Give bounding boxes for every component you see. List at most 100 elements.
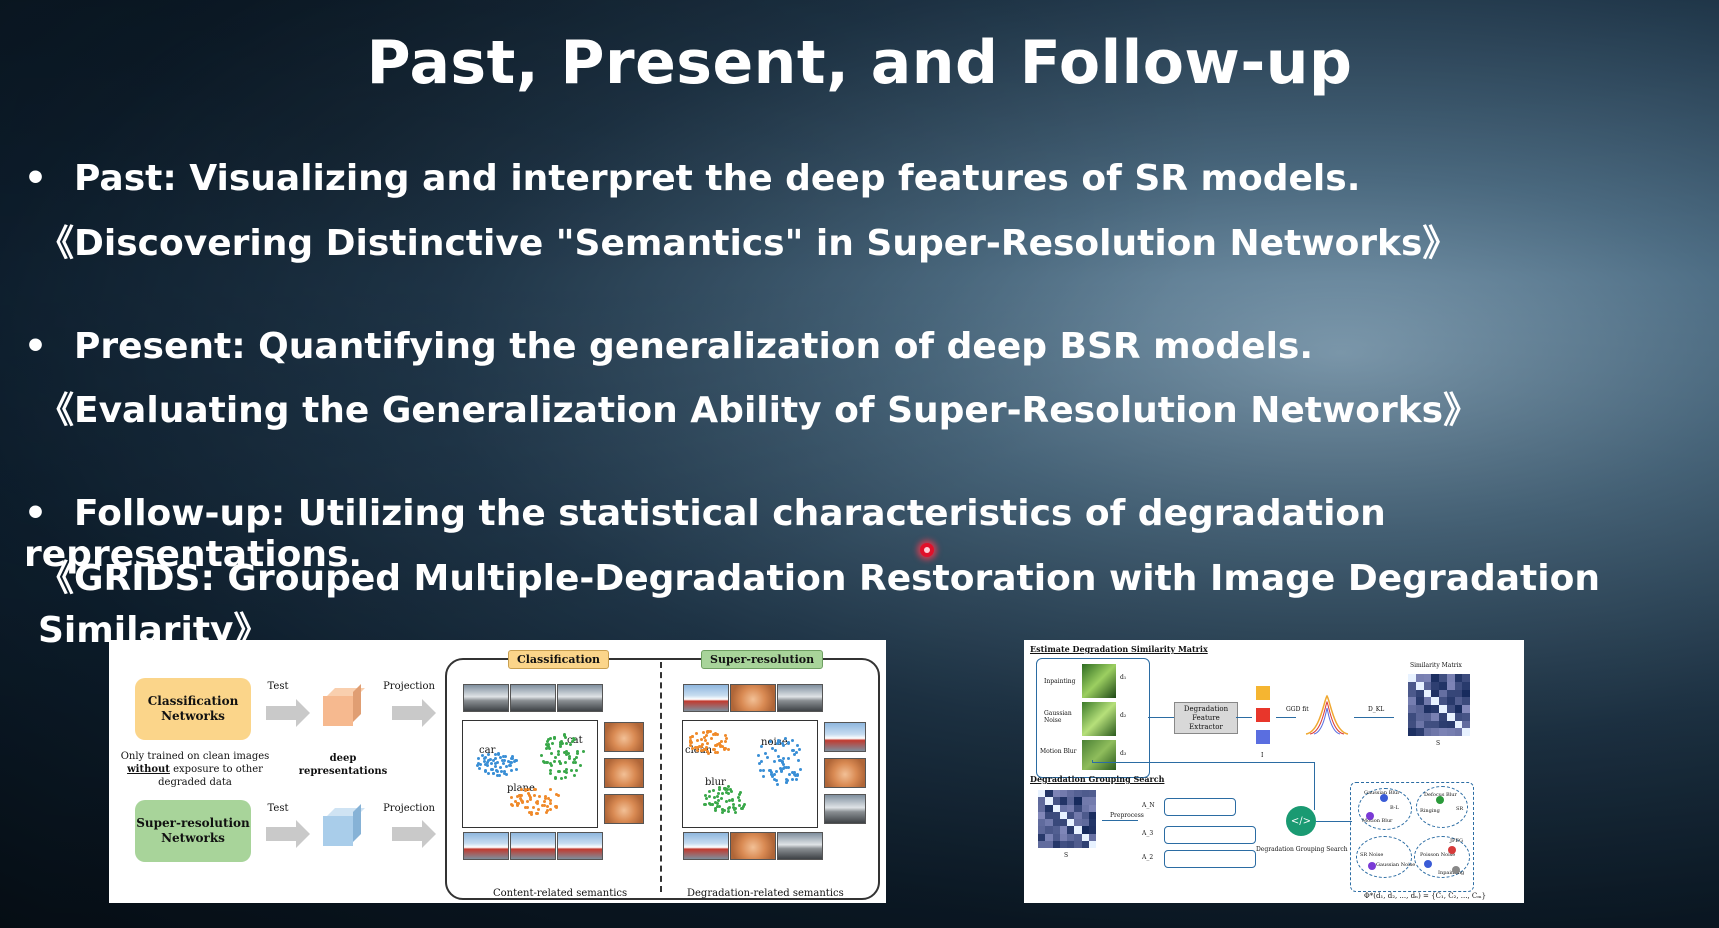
an-group-box — [1164, 798, 1236, 816]
scatter-point — [778, 759, 782, 763]
scatter-point — [560, 776, 564, 780]
grouping-formula: Φ*(d₁, d₂, ..., dₙ) = {C₁, C₂, ..., Cₘ} — [1364, 892, 1487, 900]
scatter-point — [546, 740, 550, 744]
orange-feature-cube — [323, 684, 365, 726]
code-icon: </> — [1286, 806, 1316, 836]
heatmap-cell — [1439, 705, 1447, 713]
scatter-point — [495, 768, 499, 772]
scatter-point — [549, 761, 553, 765]
cat-thumbnail — [604, 758, 644, 788]
scatter-point — [737, 792, 741, 796]
preprocess-label: Preprocess — [1110, 812, 1144, 819]
scatter-point — [707, 795, 711, 799]
scatter-point — [701, 743, 705, 747]
scatter-point — [504, 754, 508, 758]
d3-label: d₃ — [1120, 750, 1127, 757]
connector — [1276, 717, 1296, 718]
input-label-gaussian-noise: Gaussian Noise — [1044, 710, 1072, 724]
feature-cube-blue — [1256, 730, 1270, 744]
scatter-point — [559, 741, 563, 745]
scatter-point — [565, 741, 569, 745]
content-scatter-plot: car cat plane — [462, 720, 598, 828]
group-node: Motion Blur — [1362, 818, 1393, 824]
heatmap-cell — [1067, 797, 1075, 805]
scatter-point — [576, 751, 580, 755]
scatter-point — [723, 787, 727, 791]
s-label: S — [1064, 852, 1069, 859]
scatter-point — [578, 763, 582, 767]
scatter-point — [710, 803, 714, 807]
scatter-point — [778, 766, 782, 770]
heatmap-cell — [1408, 681, 1416, 690]
scatter-point — [554, 793, 558, 797]
scatter-point — [511, 756, 515, 760]
group-node: Gaussian Noise — [1376, 862, 1416, 868]
heatmap-cell — [1052, 797, 1060, 805]
scatter-point — [493, 764, 497, 768]
scatter-point — [483, 760, 487, 764]
connector — [1092, 762, 1314, 763]
scatter-point — [502, 759, 506, 763]
scatter-point — [719, 739, 723, 743]
scatter-point — [563, 760, 567, 764]
bullet-marker: • — [24, 493, 48, 534]
heatmap-cell — [1088, 811, 1096, 819]
scatter-point — [696, 738, 700, 742]
figure-semantics: Classification Networks Only trained on … — [109, 640, 886, 903]
scatter-point — [488, 757, 492, 761]
scatter-point — [728, 788, 732, 792]
heatmap-cell — [1088, 826, 1096, 834]
scatter-point — [479, 762, 483, 766]
tag-classification: Classification — [508, 650, 610, 669]
scatter-point — [543, 761, 547, 765]
ggd-curve — [1305, 694, 1349, 735]
heatmap-cell — [1052, 819, 1060, 827]
heatmap-cell — [1088, 840, 1096, 848]
scatter-point — [564, 753, 568, 757]
heatmap-cell — [1038, 797, 1046, 805]
scatter-point — [787, 756, 791, 760]
heatmap-cell — [1454, 681, 1463, 690]
heatmap-cell — [1415, 720, 1424, 729]
section-grouping-search: Degradation Grouping Search — [1030, 774, 1165, 784]
scatter-point — [549, 769, 553, 773]
scatter-point — [514, 767, 518, 771]
heatmap-cell — [1446, 689, 1455, 698]
feature-cube-red — [1256, 708, 1270, 722]
scatter-point — [705, 745, 709, 749]
heatmap-cell — [1081, 833, 1089, 841]
heatmap-cell — [1038, 826, 1046, 834]
scatter-point — [763, 752, 767, 756]
scatter-point — [712, 748, 716, 752]
heatmap-cell — [1454, 689, 1463, 698]
scatter-point — [727, 810, 731, 814]
heatmap-cell — [1038, 790, 1046, 798]
scatter-point — [497, 774, 501, 778]
heatmap-cell — [1038, 804, 1046, 812]
scatter-point — [793, 770, 797, 774]
projection-label: Projection — [383, 803, 435, 814]
scatter-point — [697, 744, 701, 748]
scatter-point — [757, 753, 760, 757]
scatter-point — [548, 799, 552, 803]
scatter-point — [798, 768, 802, 772]
scatter-point — [565, 771, 569, 775]
scatter-point — [549, 807, 553, 811]
input-label-motion-blur: Motion Blur — [1040, 748, 1077, 755]
scatter-point — [784, 737, 788, 741]
heatmap-cell — [1415, 728, 1424, 736]
scatter-point — [688, 740, 692, 744]
scatter-point — [516, 801, 520, 805]
scatter-point — [523, 805, 527, 809]
scatter-point — [737, 796, 741, 800]
scatter-point — [706, 742, 710, 746]
heatmap-cell — [1059, 797, 1067, 805]
heatmap-cell — [1059, 811, 1067, 819]
car-thumbnail — [777, 832, 823, 860]
group-node: JPEG — [1450, 838, 1464, 844]
scatter-point — [548, 746, 552, 750]
scatter-point — [717, 741, 721, 745]
scatter-point — [720, 797, 724, 801]
scatter-point — [490, 767, 494, 771]
projection-label: Projection — [383, 681, 435, 692]
